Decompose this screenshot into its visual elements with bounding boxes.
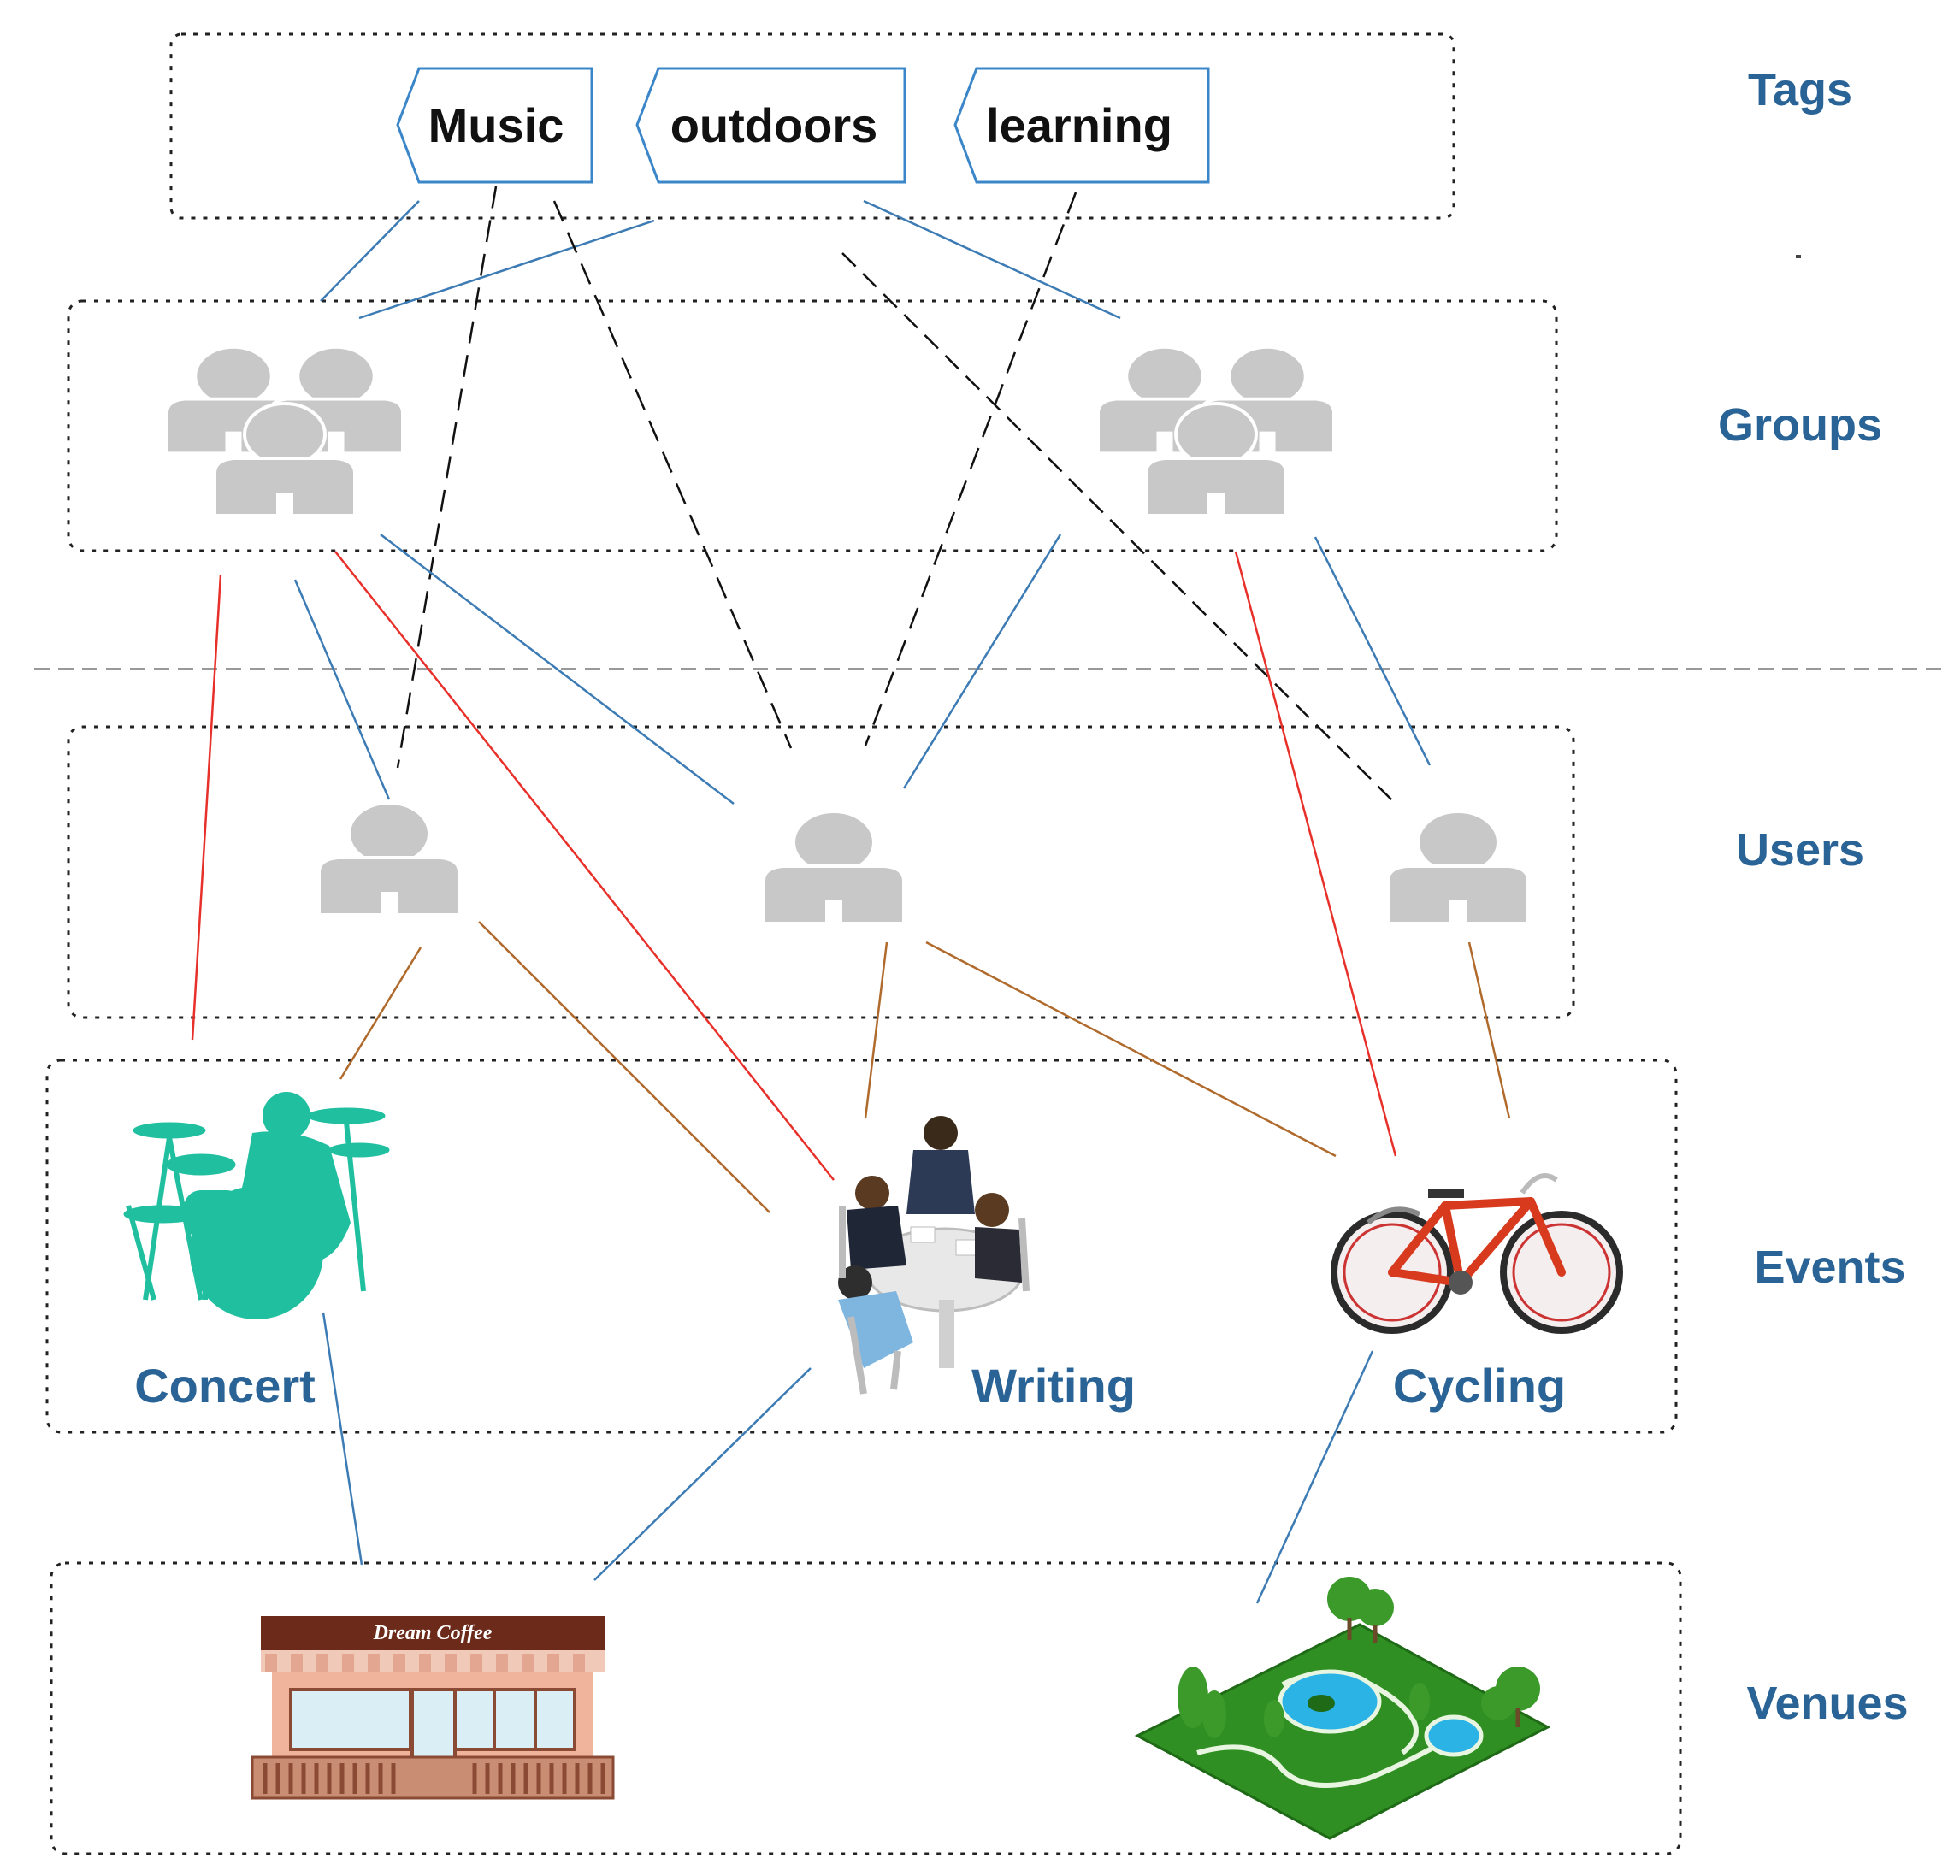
writing-meeting-icon[interactable] [838,1116,1030,1395]
edge-music-user1 [396,186,498,769]
layer-label-groups: Groups [1718,399,1882,451]
edge-outdoors-user3 [841,252,1395,803]
edge-learning-user2 [864,192,1077,746]
tag-music-label: Music [428,98,564,152]
edge-outdoors-group2 [863,199,1121,320]
edge-user2-cycling [925,941,1337,1158]
tag-outdoors-shape [635,67,906,184]
event-concert-label: Concert [134,1359,316,1413]
edge-outdoors-group1 [358,219,655,320]
edge-group1-writing [334,551,835,1181]
edge-writing-cafe [593,1367,812,1581]
edge-user1-concert [339,947,422,1080]
tag-music-shape [396,67,593,184]
events-box [45,1059,1678,1434]
tag-outdoors[interactable]: outdoors [635,67,906,184]
edge-concert-cafe [322,1312,363,1566]
edge-group2-user3 [1314,536,1432,766]
tag-learning-shape [953,67,1210,184]
edge-group1-concert [191,574,222,1041]
group-1-icon[interactable] [167,347,403,516]
stray-dot [1796,255,1801,258]
group-2-icon[interactable] [1098,347,1334,516]
event-writing-label: Writing [971,1359,1136,1413]
layer-label-tags: Tags [1748,64,1852,115]
tag-learning-label: learning [986,98,1172,152]
user-1-icon[interactable] [317,801,461,917]
tag-learning[interactable]: learning [953,67,1210,184]
park-venue-icon[interactable] [1134,1577,1551,1840]
tags-box [169,32,1455,220]
venues-box [50,1561,1682,1855]
cafe-sign-text: Dream Coffee [373,1622,493,1644]
users-box [67,725,1575,1019]
edge-user3-cycling [1467,941,1511,1119]
edge-group1-user1 [293,579,391,800]
edge-user1-writing [478,921,770,1213]
user-3-icon[interactable] [1386,810,1530,925]
groups-box [67,299,1558,552]
edge-music-group1 [320,200,420,302]
event-cycling-label: Cycling [1393,1359,1566,1413]
edge-group2-cycling [1234,551,1397,1157]
layer-label-events: Events [1754,1242,1905,1293]
tag-outdoors-label: outdoors [670,98,878,152]
edge-cycling-park [1255,1350,1374,1604]
concert-drummer-icon[interactable] [123,1092,390,1319]
edge-music-user2 [552,200,793,749]
layer-label-venues: Venues [1746,1678,1908,1729]
cycling-bike-icon[interactable] [1331,1173,1623,1334]
edge-group1-user2 [380,534,735,805]
user-2-icon[interactable] [762,810,906,925]
edges [191,186,1511,1604]
cafe-venue-icon[interactable]: Dream Coffee [251,1616,615,1800]
edge-group2-user2 [902,534,1062,789]
layer-label-users: Users [1736,824,1864,876]
edge-user2-writing [864,941,888,1119]
tag-music[interactable]: Music [396,67,593,184]
